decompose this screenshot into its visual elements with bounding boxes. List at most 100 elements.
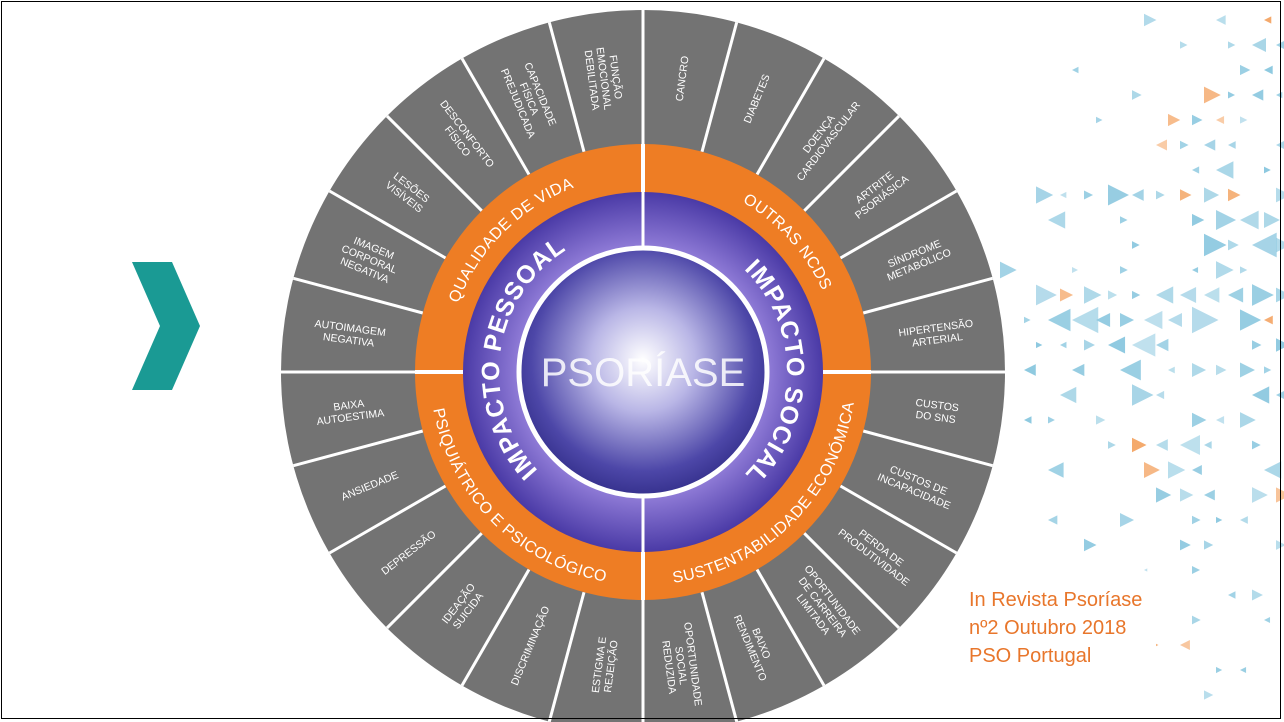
decor-triangle <box>1264 166 1271 174</box>
decor-triangle <box>1120 312 1135 328</box>
decor-triangle <box>1084 339 1095 351</box>
decor-triangle <box>1264 65 1273 75</box>
decor-triangle <box>1180 434 1201 456</box>
decor-triangle <box>1156 643 1159 647</box>
decor-triangle <box>1060 191 1067 199</box>
decor-triangle <box>1204 489 1215 501</box>
decor-triangle <box>1084 538 1097 552</box>
decor-triangle <box>1204 86 1221 104</box>
decor-triangle <box>1252 89 1264 101</box>
decor-triangle <box>1108 290 1118 300</box>
decor-triangle <box>1228 591 1236 599</box>
decor-triangle <box>1108 184 1129 206</box>
decor-triangle <box>1192 515 1201 525</box>
decor-triangle <box>1180 539 1191 551</box>
decor-triangle <box>1240 116 1248 124</box>
decor-triangle <box>1192 213 1205 227</box>
decor-triangle <box>1156 487 1172 503</box>
decor-triangle <box>1144 13 1157 27</box>
decor-triangle <box>1048 308 1071 332</box>
decor-triangle <box>1060 341 1067 349</box>
decor-triangle <box>1264 16 1272 24</box>
decor-triangle <box>1096 415 1106 425</box>
decor-triangle <box>1252 440 1261 450</box>
decor-triangle <box>1144 310 1163 330</box>
decor-triangle <box>1228 141 1236 149</box>
decor-triangle <box>1252 284 1274 306</box>
decor-triangle <box>1192 306 1219 334</box>
decor-triangle <box>1060 386 1077 404</box>
decor-triangle <box>1156 190 1165 200</box>
chevron-right-icon <box>132 262 200 390</box>
decor-triangle <box>1156 338 1169 352</box>
decor-triangle <box>1240 309 1262 331</box>
decor-triangle <box>1132 90 1142 100</box>
decor-triangle <box>1216 415 1225 425</box>
decor-triangle <box>1024 416 1032 424</box>
decor-triangle <box>1264 616 1271 624</box>
decor-triangle <box>1192 565 1201 575</box>
decor-triangle <box>1072 66 1079 74</box>
outer-segment-line: CUSTOS <box>915 397 960 415</box>
decor-triangle <box>1216 209 1237 231</box>
outer-segment-line: BAIXA <box>333 398 365 414</box>
citation-line-1: In Revista Psoríase <box>969 589 1143 611</box>
decor-triangle <box>1192 412 1207 428</box>
decor-triangle <box>1024 316 1031 324</box>
decor-triangle <box>1096 116 1103 124</box>
decor-triangle <box>1180 488 1194 502</box>
decor-triangle <box>1144 462 1160 478</box>
decor-triangle <box>1216 15 1226 25</box>
decor-triangle <box>1156 286 1174 304</box>
decor-triangle <box>1108 441 1116 449</box>
decor-triangle <box>1108 336 1126 354</box>
decor-triangle <box>1228 41 1236 49</box>
decor-triangle <box>1156 439 1168 451</box>
decor-triangle <box>1192 114 1203 126</box>
decor-triangle <box>1036 186 1054 204</box>
decor-triangle <box>1204 233 1227 257</box>
decor-triangle <box>1204 540 1214 550</box>
outer-segment-line: CANCRO <box>674 55 692 102</box>
decor-triangle <box>1240 666 1247 674</box>
decor-triangle <box>1264 366 1272 374</box>
decor-triangle <box>1240 362 1255 378</box>
center-label: PSORÍASE <box>541 350 746 395</box>
decor-triangle <box>1228 239 1239 251</box>
decor-triangle <box>1204 441 1212 449</box>
decor-triangle <box>1228 188 1241 202</box>
decor-triangle <box>1048 515 1058 525</box>
decor-triangle <box>1156 390 1165 400</box>
decor-triangle <box>1252 340 1262 350</box>
decor-triangle <box>1240 266 1248 274</box>
decor-triangle <box>1120 512 1135 528</box>
citation-line-2: nº2 Outubro 2018 <box>969 617 1127 639</box>
decor-triangle <box>1252 37 1267 53</box>
decor-triangle <box>1120 216 1128 224</box>
decor-triangle <box>1180 189 1192 201</box>
decor-triangle <box>1168 461 1186 479</box>
outer-segment-label: FUNÇÃOEMOCIONALDEBILITADA <box>581 45 626 112</box>
decor-triangle <box>1192 465 1202 475</box>
decor-triangle <box>1264 315 1273 325</box>
outer-segment-label: CANCRO <box>674 55 692 102</box>
decor-triangle <box>1252 589 1263 601</box>
decor-triangle <box>1216 261 1234 279</box>
citation-line-3: PSO Portugal <box>969 645 1092 667</box>
decor-triangle <box>1048 211 1066 229</box>
decor-triangle <box>1072 363 1085 377</box>
decor-triangle <box>1132 333 1156 357</box>
decor-triangle <box>1192 166 1200 174</box>
citation: In Revista Psoríase nº2 Outubro 2018 PSO… <box>969 586 1229 670</box>
decor-triangle <box>1228 91 1236 99</box>
decor-triangle <box>1132 189 1144 201</box>
decor-triangle <box>1048 416 1055 424</box>
decor-triangle <box>1168 313 1182 327</box>
decor-triangle <box>1204 139 1216 151</box>
decor-triangle <box>1216 516 1223 524</box>
decor-triangle <box>1144 568 1148 572</box>
decor-triangle <box>1036 284 1057 306</box>
